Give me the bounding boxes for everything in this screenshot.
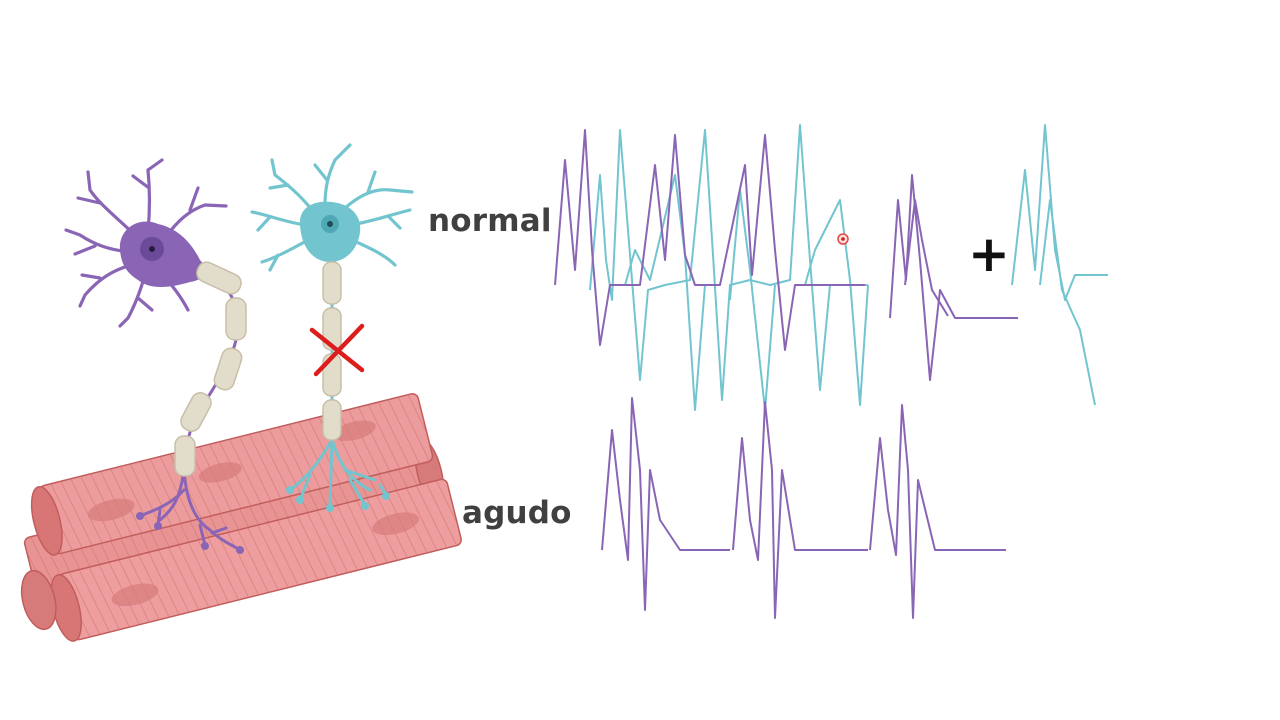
red-dot-cursor-icon [837,233,849,245]
normal-label: normal [428,203,552,239]
purple-myelin [174,261,247,477]
normal-trace-cyan [589,124,1108,411]
normal-trace-purple [554,129,1018,381]
cyan-myelin [322,261,342,441]
muscle-fibers [20,393,462,642]
acute-trace-purple [601,397,1006,619]
plus-sign: + [968,225,1010,283]
acute-label: agudo [462,495,572,531]
x-mark-icon [309,323,365,377]
